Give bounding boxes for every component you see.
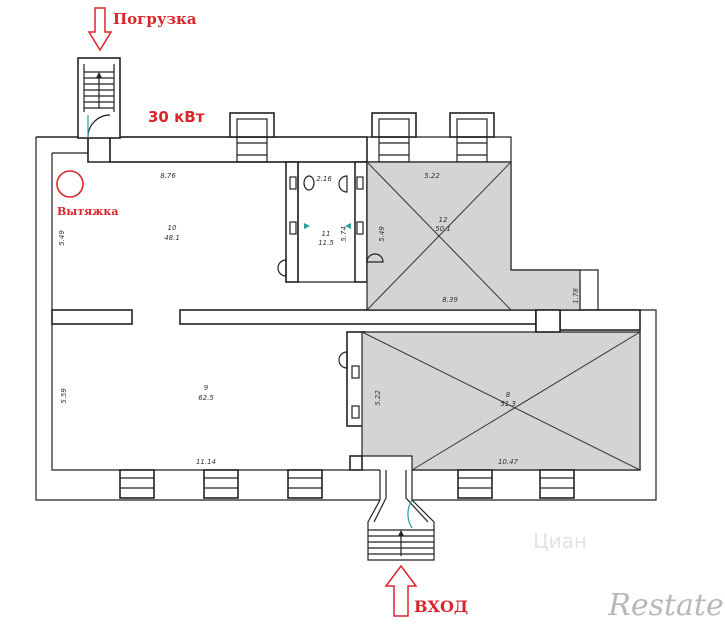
loading-label: Погрузка (113, 10, 197, 28)
dimension-label: 11.14 (196, 458, 216, 466)
power-label: 30 кВт (148, 108, 205, 126)
entrance-stairs (367, 470, 435, 561)
dimension-label: 5.49 (378, 226, 386, 242)
room-number: 11 (322, 230, 331, 238)
loading-arrow (87, 7, 113, 52)
dimension-label: 10.47 (498, 458, 519, 466)
room-number: 8 (506, 391, 511, 399)
room-8-shaded (361, 309, 641, 471)
dimension-label: 5.59 (60, 388, 68, 404)
dimension-label: 1.78 (572, 288, 580, 304)
exhaust-circle (56, 170, 84, 198)
room-number: 10 (168, 224, 177, 232)
bottom-windows (119, 469, 575, 499)
top-windows (229, 112, 495, 163)
brand-watermark: Restate (607, 588, 724, 623)
entrance-label: ВХОД (414, 597, 468, 616)
room-number: 12 (439, 216, 448, 224)
dimension-label: 5.74 (340, 226, 348, 242)
exhaust-label: Вытяжка (57, 205, 118, 218)
room-number: 9 (204, 384, 209, 392)
room-area: 48.1 (164, 234, 180, 242)
loading-stairs (77, 57, 121, 139)
room-area: 62.5 (198, 394, 214, 402)
dimension-label: 5.22 (374, 390, 382, 406)
room-area: 51.3 (500, 400, 516, 408)
dimension-label: 5.49 (58, 230, 66, 246)
room-12-shaded (366, 161, 581, 311)
room-area: 11.5 (318, 239, 334, 247)
fixtures (277, 175, 384, 419)
faint-watermark: Циан (533, 529, 587, 553)
dimension-label: 5.22 (424, 172, 440, 180)
room-area: 50.1 (435, 225, 451, 233)
entrance-arrow (384, 564, 418, 617)
dimension-label: 2.16 (316, 175, 332, 183)
dimension-label: 8.76 (160, 172, 176, 180)
dimension-label: 8.39 (442, 296, 458, 304)
